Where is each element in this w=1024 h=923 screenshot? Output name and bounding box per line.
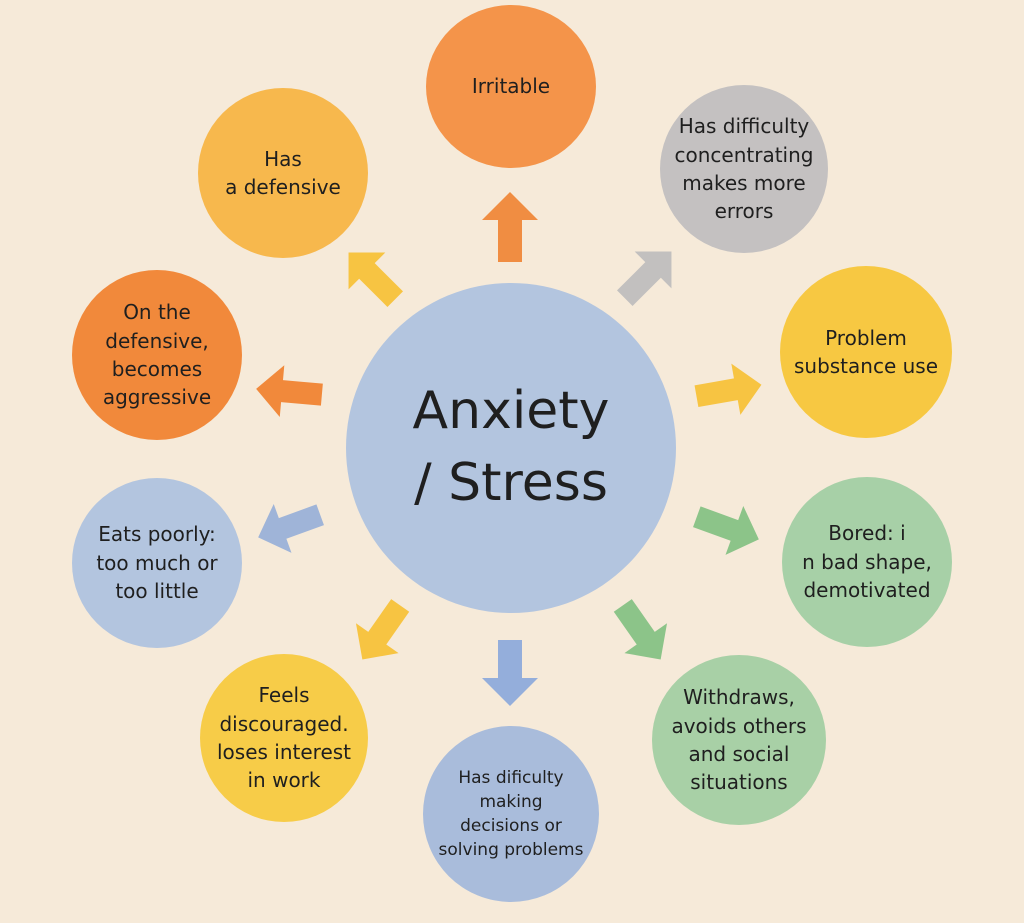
arrow-up-irritable bbox=[482, 192, 538, 262]
node-aggressive: On the defensive, becomes aggressive bbox=[72, 270, 242, 440]
arrow-up-right-concentrating bbox=[617, 251, 672, 306]
node-bored: Bored: i n bad shape, demotivated bbox=[782, 477, 952, 647]
node-decisions-label: Has dificulty making decisions or solvin… bbox=[438, 767, 584, 861]
node-eats-poorly: Eats poorly: too much or too little bbox=[72, 478, 242, 648]
node-feels-discouraged-label: Feels discouraged. loses interest in wor… bbox=[216, 683, 352, 793]
node-irritable: Irritable bbox=[426, 5, 596, 168]
arrow-left-eats bbox=[258, 503, 324, 553]
node-irritable-label: Irritable bbox=[471, 74, 551, 99]
node-concentrating: Has difficulty concentrating makes more … bbox=[660, 85, 828, 253]
center-label: Anxiety / Stress bbox=[412, 381, 610, 513]
arrow-down-left-feels bbox=[355, 599, 410, 660]
node-defensive-label: Has a defensive bbox=[225, 146, 341, 199]
node-concentrating-label: Has difficulty concentrating makes more … bbox=[674, 114, 814, 224]
node-feels-discouraged: Feels discouraged. loses interest in wor… bbox=[200, 654, 368, 822]
arrow-down-right-withdraws bbox=[613, 599, 668, 660]
node-substance-use: Problem substance use bbox=[780, 266, 952, 438]
arrow-right-substance bbox=[694, 363, 762, 415]
node-substance-use-label: Problem substance use bbox=[793, 325, 939, 378]
node-decisions: Has dificulty making decisions or solvin… bbox=[423, 726, 599, 902]
center-circle-anxiety-stress: Anxiety / Stress bbox=[346, 283, 676, 613]
node-eats-poorly-label: Eats poorly: too much or too little bbox=[96, 522, 218, 604]
node-bored-label: Bored: i n bad shape, demotivated bbox=[802, 521, 932, 603]
arrow-left-aggressive bbox=[256, 365, 323, 418]
node-withdraws: Withdraws, avoids others and social situ… bbox=[652, 655, 826, 825]
node-withdraws-label: Withdraws, avoids others and social situ… bbox=[671, 685, 807, 795]
arrow-down-decisions bbox=[482, 640, 538, 706]
node-aggressive-label: On the defensive, becomes aggressive bbox=[102, 300, 212, 410]
arrow-up-left-defensive bbox=[348, 252, 403, 307]
arrow-right-bored bbox=[693, 505, 759, 555]
node-defensive: Has a defensive bbox=[198, 88, 368, 258]
